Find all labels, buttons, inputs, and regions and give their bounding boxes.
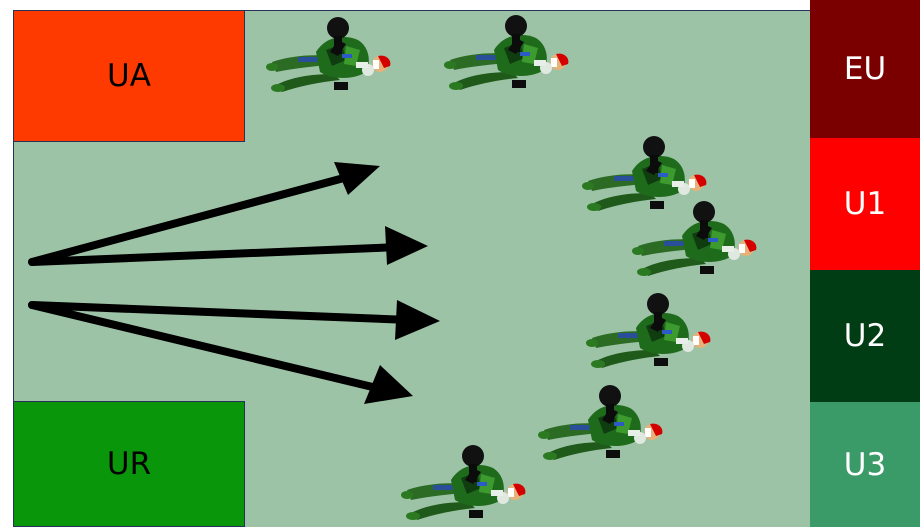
crawling-soldier-icon (586, 293, 711, 368)
sidebar-label-u1: U1 (843, 186, 887, 222)
crawling-soldier-icon (266, 17, 391, 92)
crawling-soldier-icon (632, 201, 757, 276)
zone-ur-label: UR (106, 446, 152, 482)
crawling-soldier-icon (538, 385, 663, 460)
zone-ua: UA (13, 10, 245, 142)
arrow (28, 300, 440, 340)
zone-ua-label: UA (107, 58, 151, 94)
arrows-group (28, 162, 440, 404)
crawling-soldier-icon (582, 136, 707, 211)
sidebar-label-u3: U3 (843, 446, 887, 483)
soldiers-group (266, 15, 757, 520)
sidebar-block-u1: U1 (810, 138, 920, 270)
sidebar-block-u2: U2 (810, 270, 920, 402)
arrow (28, 162, 380, 266)
sidebar-label-eu: EU (843, 51, 887, 87)
crawling-soldier-icon (401, 445, 526, 520)
sidebar-block-u3: U3 (810, 402, 920, 527)
zone-ur: UR (13, 401, 245, 527)
arrow (28, 226, 428, 266)
sidebar-label-u2: U2 (843, 318, 887, 354)
arrow (28, 301, 413, 404)
sidebar-block-eu: EU (810, 0, 920, 138)
crawling-soldier-icon (444, 15, 569, 90)
